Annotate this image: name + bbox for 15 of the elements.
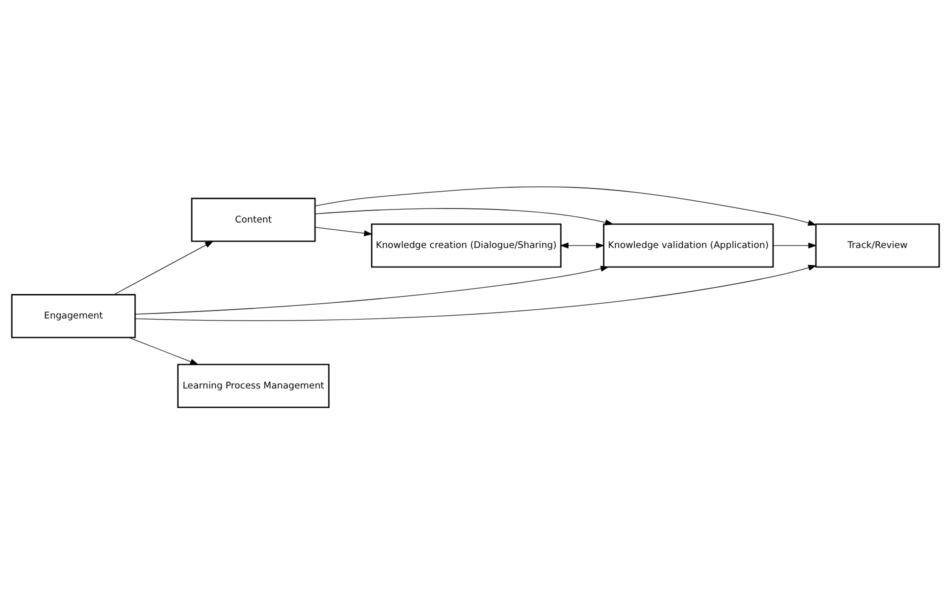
node-box: Knowledge validation (Application) [603, 222, 774, 268]
arrow [560, 242, 605, 248]
node-box: Track/Review [815, 222, 940, 268]
arrow [773, 242, 817, 248]
arrow [134, 264, 817, 320]
node-box: Engagement [11, 294, 136, 338]
arrow [314, 208, 614, 225]
node-box: Content [191, 197, 316, 242]
arrow [314, 186, 817, 226]
arrow [134, 265, 610, 314]
node-box: Knowledge creation (Dialogue/Sharing) [371, 222, 562, 268]
arrow [114, 240, 214, 294]
arrow [314, 226, 373, 236]
node-box: Learning Process Management [177, 363, 330, 408]
arrow [128, 336, 199, 364]
